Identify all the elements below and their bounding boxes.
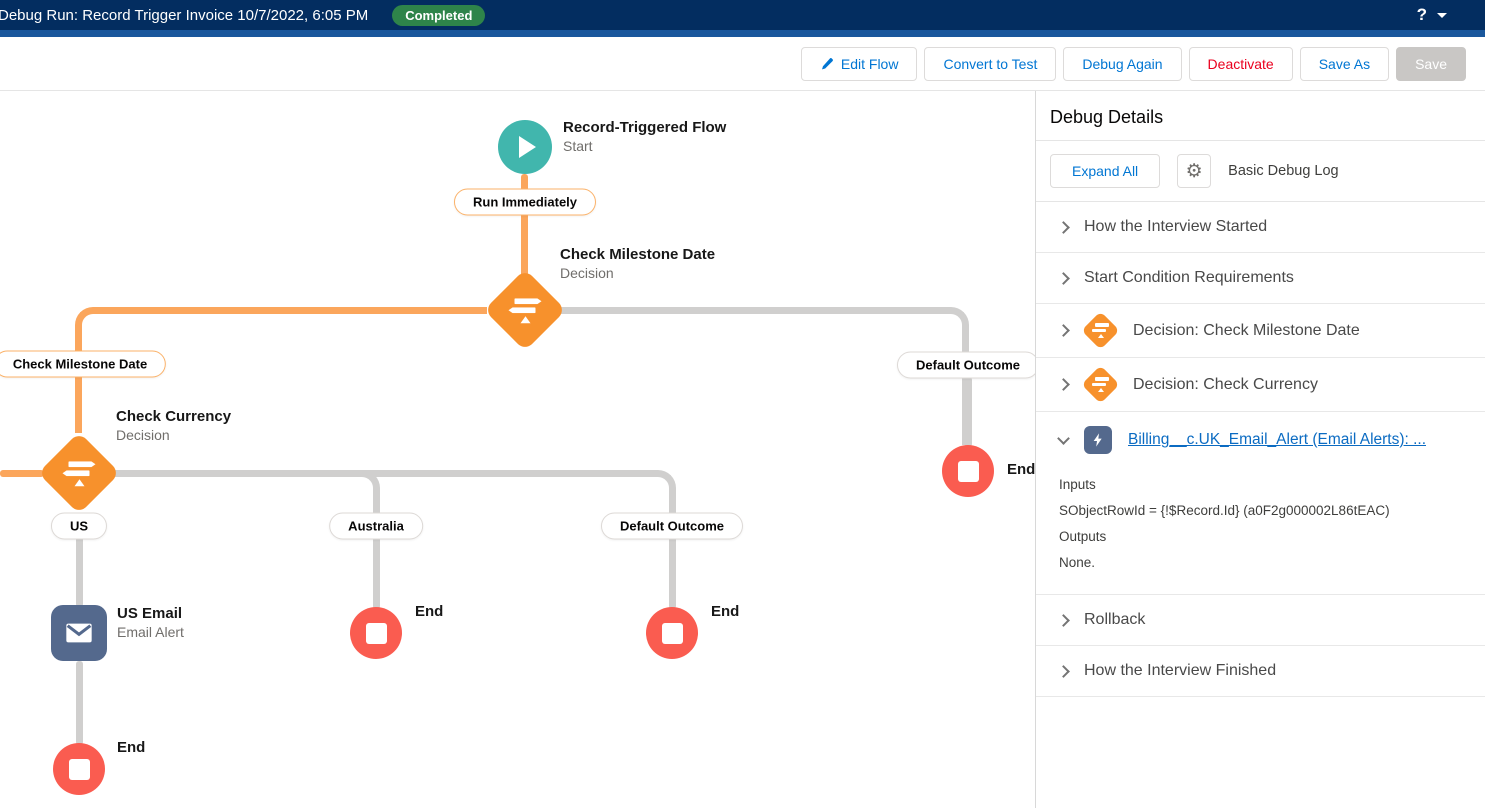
debug-again-button[interactable]: Debug Again [1063,46,1182,81]
connector-default-to-end [669,537,676,609]
flow-canvas[interactable]: Record-Triggered Flow Start Run Immediat… [0,91,1035,808]
decision-icon [509,298,542,323]
end-node-default-currency[interactable] [646,607,698,659]
chevron-right-icon [1057,324,1070,337]
gear-icon[interactable]: ⚙ [1177,154,1212,188]
end-node-us[interactable] [53,743,105,795]
inputs-label: Inputs [1059,477,1096,492]
end-label: End [711,603,740,620]
stop-icon [68,758,90,780]
chevron-right-icon [1057,378,1070,391]
us-outcome-pill[interactable]: US [50,512,108,540]
us-email-label: US Email Email Alert [117,605,184,640]
play-icon [519,136,536,158]
chevron-right-icon [1057,220,1070,234]
expand-all-button[interactable]: Expand All [1050,154,1161,188]
pencil-icon [821,57,833,69]
end-label: End [117,739,146,756]
us-email-node[interactable] [51,605,107,661]
uk-email-alert-link[interactable]: Billing__c.UK_Email_Alert (Email Alerts)… [1128,431,1427,448]
start-node-label: Record-Triggered Flow Start [563,119,727,154]
connector-us-to-email [76,537,83,607]
end-node-australia[interactable] [350,607,402,659]
connector-email-to-end [76,661,83,745]
connector-start-to-decision [521,174,528,284]
start-node[interactable] [498,120,552,174]
section-decision-check-currency[interactable]: Decision: Check Currency [1036,358,1485,412]
deactivate-button[interactable]: Deactivate [1188,46,1293,81]
decision-icon [1081,365,1120,404]
outputs-label: Outputs [1059,529,1107,544]
connector-currency-uk-branch [0,470,44,477]
connector-currency-default-branch [108,470,676,515]
header-accent-strip [0,30,1485,37]
chevron-down-icon [1057,431,1070,445]
chevron-right-icon [1057,271,1070,285]
end-node-default-milestone[interactable] [942,445,994,497]
envelope-icon [66,623,92,643]
section-decision-check-milestone-date[interactable]: Decision: Check Milestone Date [1036,304,1485,358]
toolbar: Edit Flow Convert to Test Debug Again De… [0,37,1485,91]
page-title: Debug Run: Record Trigger Invoice 10/7/2… [0,6,369,24]
decision-icon [63,461,96,486]
convert-to-test-button[interactable]: Convert to Test [924,46,1057,81]
section-how-interview-finished[interactable]: How the Interview Finished [1036,646,1485,697]
decision-milestone-label: Check Milestone Date Decision [560,246,716,281]
default-outcome-milestone-pill[interactable]: Default Outcome [896,351,1035,379]
connector-australia-to-end [373,537,380,609]
lightning-icon [1084,426,1112,454]
section-how-interview-started[interactable]: How the Interview Started [1036,202,1485,253]
connector-default-milestone-to-end [965,377,972,447]
australia-outcome-pill[interactable]: Australia [329,512,423,540]
end-label: End [1007,461,1035,478]
chevron-down-icon[interactable] [1437,12,1447,18]
debug-details-panel: Debug Details Expand All ⚙ Basic Debug L… [1035,91,1485,808]
default-outcome-currency-pill[interactable]: Default Outcome [600,512,744,540]
section-uk-email-alert[interactable]: Billing__c.UK_Email_Alert (Email Alerts)… [1036,412,1485,468]
decision-currency-label: Check Currency Decision [116,408,232,443]
decision-icon [1081,311,1120,350]
end-label: End [415,603,444,620]
stop-icon [365,622,387,644]
chevron-right-icon [1057,613,1070,627]
stop-icon [957,460,979,482]
uk-email-alert-details: Inputs SObjectRowId = {!$Record.Id} (a0F… [1036,468,1485,595]
section-rollback[interactable]: Rollback [1036,595,1485,646]
log-type-label: Basic Debug Log [1228,163,1339,179]
edit-flow-button[interactable]: Edit Flow [800,46,918,81]
debug-run-header: Debug Run: Record Trigger Invoice 10/7/2… [0,0,1485,30]
run-immediately-pill[interactable]: Run Immediately [453,188,597,216]
section-start-condition-requirements[interactable]: Start Condition Requirements [1036,253,1485,304]
save-button: Save [1396,46,1466,81]
inputs-value: SObjectRowId = {!$Record.Id} (a0F2g00000… [1059,503,1390,518]
outputs-value: None. [1059,555,1096,570]
stop-icon [661,622,683,644]
check-milestone-date-pill[interactable]: Check Milestone Date [0,350,167,378]
panel-controls: Expand All ⚙ Basic Debug Log [1036,141,1485,202]
status-badge: Completed [392,4,486,26]
save-as-button[interactable]: Save As [1299,46,1390,81]
chevron-right-icon [1057,664,1070,678]
help-icon[interactable]: ? [1416,5,1427,24]
panel-title: Debug Details [1036,91,1485,141]
